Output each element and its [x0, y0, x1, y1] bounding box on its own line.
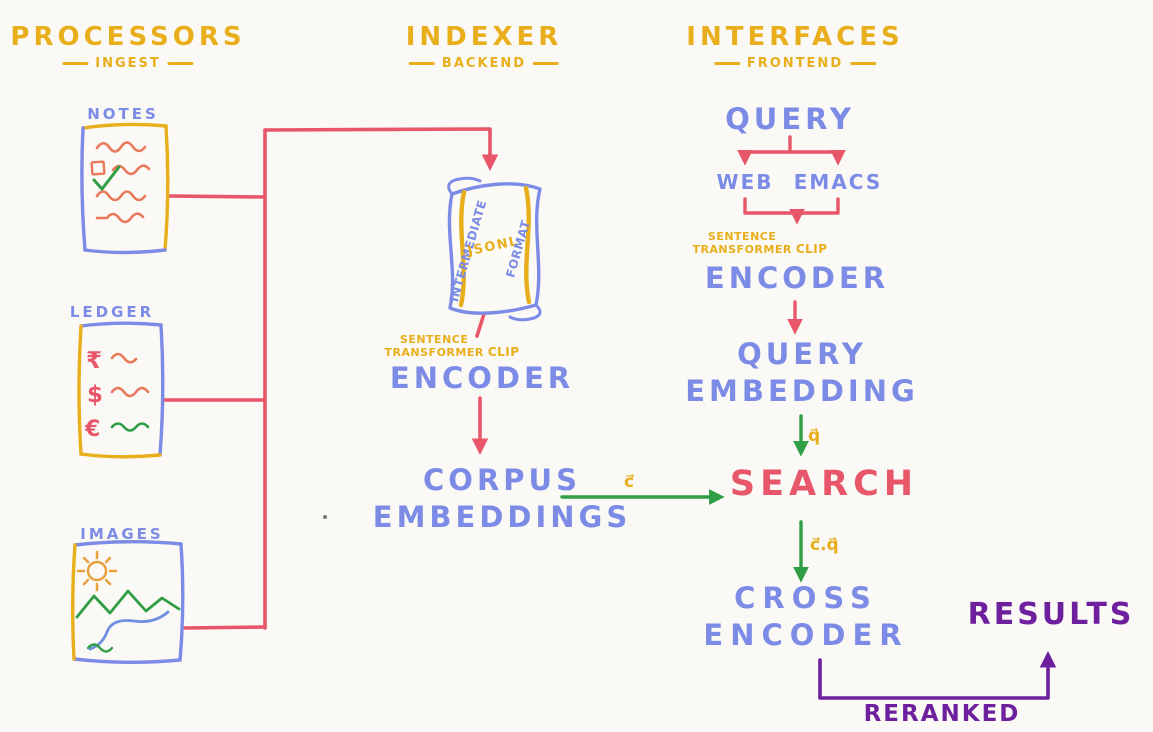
images-card-border: [73, 540, 183, 547]
scroll-left-band: [458, 189, 467, 308]
query-embedding-label: QUERY EMBEDDING: [685, 336, 919, 410]
search-label: SEARCH: [729, 464, 919, 504]
rupee-symbol: ₹: [86, 348, 102, 374]
query-connectors: [737, 135, 846, 335]
reranked-label: RERANKED: [863, 701, 1021, 727]
images-card-border: [71, 543, 77, 661]
query-embedding-line2: EMBEDDING: [685, 374, 919, 408]
trunk-to-scroll-arrow: [263, 127, 499, 171]
interfaces-subtitle-text: FRONTEND: [746, 56, 844, 71]
corpus-line1: CORPUS: [423, 463, 581, 497]
cross-encoder-line1: CROSS: [734, 581, 878, 615]
ledger-label: LEDGER: [69, 303, 155, 321]
query-vector-label: q⃗: [808, 426, 821, 446]
query-split-bracket: [743, 135, 840, 154]
ledger-card: ₹ $ €: [77, 321, 165, 459]
indexer-title: INDEXER: [405, 22, 563, 52]
ingest-connectors: [161, 127, 499, 630]
results-label: RESULTS: [967, 597, 1135, 632]
corpus-line2: EMBEDDINGS: [372, 500, 632, 534]
scroll-top-curl: [447, 176, 482, 196]
query-embedding-line1: QUERY: [737, 337, 867, 371]
jsonl-scroll: INTERMEDIATE JSONL FORMAT: [447, 176, 542, 322]
note-squiggle: [95, 141, 147, 153]
stray-mark: [323, 515, 327, 519]
interfaces-header: INTERFACES FRONTEND: [686, 22, 903, 71]
reranked-connector: [818, 651, 1057, 700]
model-line2: TRANSFORMER: [384, 346, 484, 359]
processors-header: PROCESSORS INGEST: [10, 22, 245, 71]
mountains-drawing: [75, 589, 181, 619]
model-line2: TRANSFORMER: [692, 243, 792, 256]
images-label: IMAGES: [80, 525, 164, 543]
euro-symbol: €: [84, 417, 100, 442]
ledger-card-border: [158, 323, 165, 457]
corpus-embeddings-label: CORPUS EMBEDDINGS: [373, 462, 631, 536]
subtitle-dash-right: [167, 62, 194, 65]
subtitle-dash-left: [62, 62, 89, 65]
cross-encoder-label: CROSS ENCODER: [703, 580, 908, 654]
similarity-label: c⃗.q⃗: [810, 535, 839, 555]
notes-card: [80, 122, 170, 255]
scroll-right-band: [523, 185, 532, 305]
ledger-squiggle: [110, 422, 150, 432]
corpus-vector-label: c⃗: [624, 472, 635, 492]
ledger-squiggle: [110, 352, 138, 364]
interfaces-subtitle: FRONTEND: [686, 56, 903, 71]
images-card-border: [178, 542, 185, 662]
checkmark-icon: [92, 165, 121, 192]
processors-title: PROCESSORS: [10, 22, 246, 52]
images-to-trunk-line: [183, 625, 267, 630]
clients-join-bracket: [743, 197, 840, 215]
indexer-header: INDEXER BACKEND: [406, 22, 563, 71]
images-card: [71, 540, 185, 664]
emacs-label: EMACS: [793, 170, 883, 194]
processors-subtitle-text: INGEST: [95, 56, 161, 71]
ledger-card-border: [79, 452, 162, 459]
note-squiggle: [95, 190, 147, 202]
indexer-encoder-label: ENCODER: [389, 361, 575, 395]
subtitle-dash-left: [713, 62, 740, 65]
river-drawing: [88, 610, 170, 651]
ledger-card-border: [77, 324, 83, 456]
vector-arrows: [560, 414, 809, 583]
web-label: WEB: [716, 170, 774, 194]
indexer-subtitle-text: BACKEND: [441, 56, 527, 71]
notes-card-border: [80, 126, 87, 252]
indexer-model-tag: SENTENCE TRANSFORMER CLIP: [384, 333, 519, 359]
scroll-to-encoder-line: [475, 312, 486, 338]
sentence-transformer-label: SENTENCE TRANSFORMER: [692, 230, 791, 256]
query-label: QUERY: [725, 102, 855, 136]
ledger-card-border: [79, 321, 163, 328]
cross-encoder-line2: ENCODER: [703, 618, 909, 652]
interfaces-encoder-label: ENCODER: [704, 261, 890, 295]
notes-card-border: [83, 248, 167, 255]
model-line1: SENTENCE: [707, 230, 777, 243]
sentence-transformer-label: SENTENCE TRANSFORMER: [384, 333, 483, 359]
model-line1: SENTENCE: [399, 333, 469, 346]
subtitle-dash-right: [533, 62, 560, 65]
images-card-border: [72, 657, 182, 664]
checkbox-icon: [90, 160, 106, 176]
notes-label: NOTES: [87, 105, 159, 123]
ledger-squiggle: [110, 386, 150, 398]
scroll-bottom-curl: [508, 303, 542, 322]
sun-icon: [76, 550, 118, 592]
processors-subtitle: INGEST: [10, 56, 245, 71]
notes-to-trunk-line: [166, 194, 267, 199]
clip-label: CLIP: [795, 242, 828, 256]
indexer-subtitle: BACKEND: [406, 56, 563, 71]
notes-card-border: [81, 122, 168, 130]
interfaces-model-tag: SENTENCE TRANSFORMER CLIP: [692, 230, 827, 256]
grass-squiggle: [86, 643, 114, 653]
notes-card-border: [163, 124, 170, 252]
interfaces-title: INTERFACES: [686, 22, 904, 52]
subtitle-dash-left: [408, 62, 435, 65]
clip-label: CLIP: [487, 345, 520, 359]
note-squiggle: [95, 212, 145, 224]
dollar-symbol: $: [87, 382, 103, 408]
subtitle-dash-right: [850, 62, 877, 65]
